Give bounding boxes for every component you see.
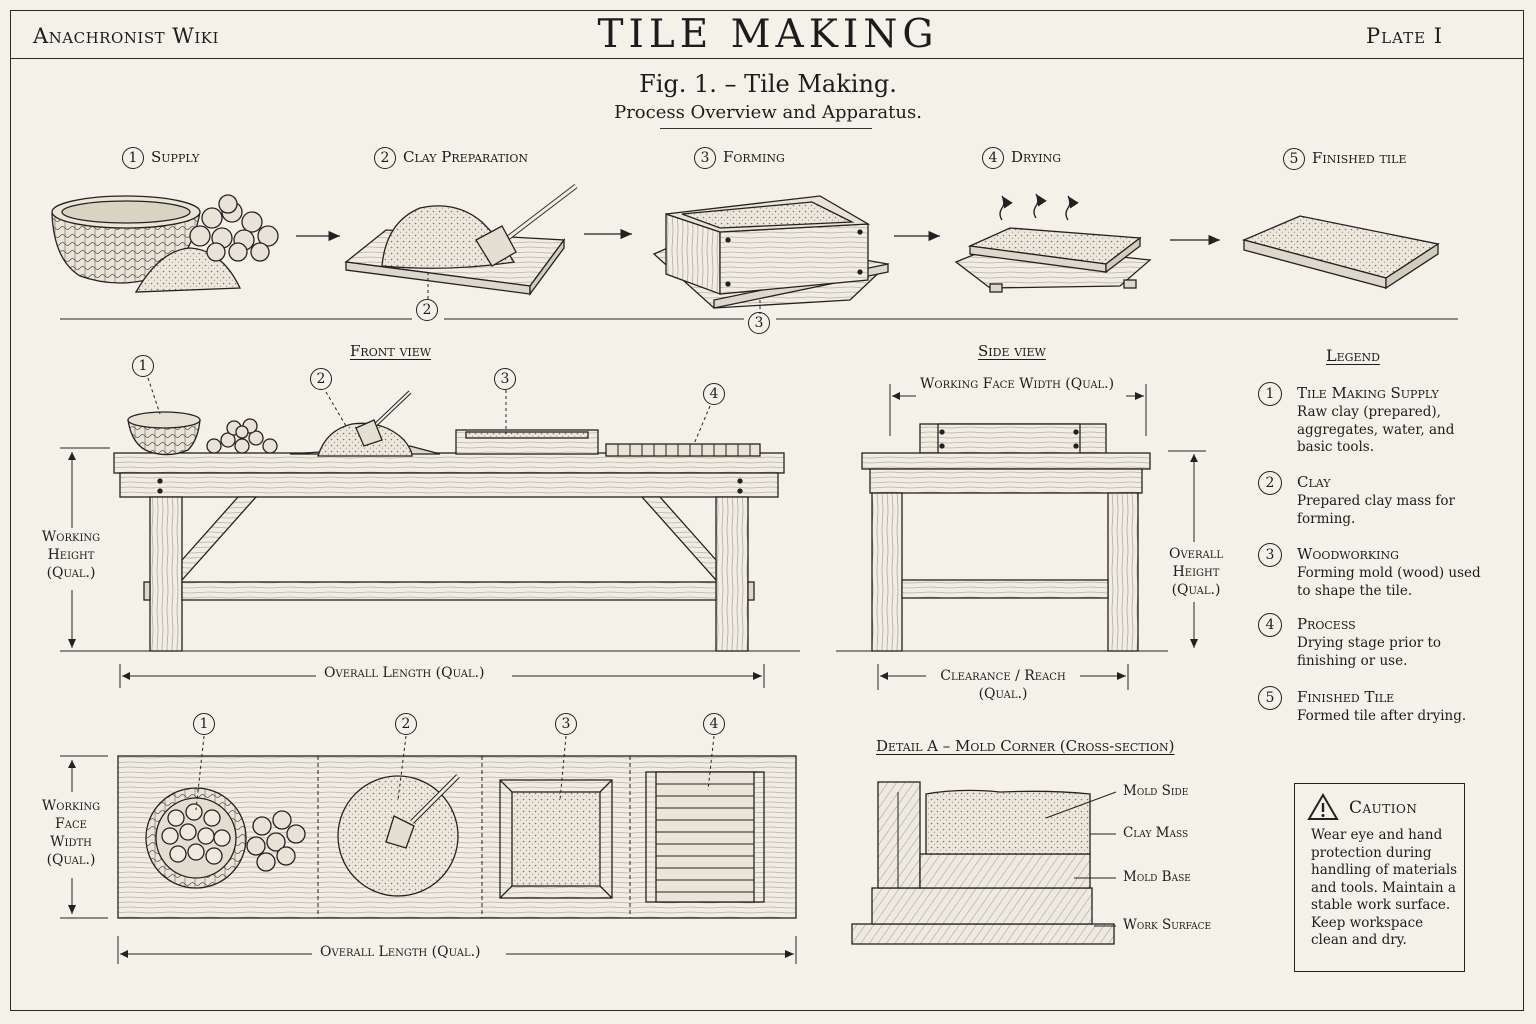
detail-label-mold-side: Mold Side bbox=[1123, 783, 1189, 799]
warning-icon bbox=[1307, 793, 1339, 820]
top-view-bench-drawing bbox=[117, 755, 797, 919]
finished-tile-drawing bbox=[1242, 215, 1440, 290]
clay-prep-board-drawing bbox=[344, 184, 578, 296]
legend-title: Legend bbox=[1326, 346, 1380, 365]
detail-label-clay-mass: Clay Mass bbox=[1123, 825, 1189, 841]
plate-frame bbox=[10, 10, 1524, 1011]
drying-tile-drawing bbox=[954, 193, 1152, 293]
mold-corner-detail-drawing bbox=[851, 781, 1115, 945]
callout-3-front: 3 bbox=[494, 368, 516, 390]
callout-1-front: 1 bbox=[132, 355, 154, 377]
side-view-bench-drawing bbox=[861, 423, 1151, 652]
detail-label-mold-base: Mold Base bbox=[1123, 869, 1191, 885]
figure-title: Fig. 1. – Tile Making. bbox=[639, 70, 897, 98]
callout-2-front: 2 bbox=[310, 368, 332, 390]
caution-title: Caution bbox=[1349, 798, 1418, 818]
clearance-reach-label: Clearance / Reach(Qual.) bbox=[940, 668, 1066, 702]
callout-2-process: 2 bbox=[416, 299, 438, 321]
caution-text: Wear eye and hand protection during hand… bbox=[1311, 827, 1458, 948]
detail-label-work-surface: Work Surface bbox=[1123, 917, 1212, 933]
callout-4-front: 4 bbox=[703, 383, 725, 405]
callout-4-top: 4 bbox=[703, 713, 725, 735]
top-overall-length-label: Overall Length (Qual.) bbox=[316, 944, 485, 960]
front-view-bench-drawing bbox=[113, 390, 785, 652]
front-overall-length-label: Overall Length (Qual.) bbox=[320, 665, 489, 681]
callout-3-top: 3 bbox=[555, 713, 577, 735]
header-rule bbox=[10, 58, 1524, 59]
callout-2-top: 2 bbox=[395, 713, 417, 735]
front-view-title: Front view bbox=[350, 342, 432, 360]
side-view-title: Side view bbox=[978, 342, 1046, 360]
working-face-width-label: Working Face Width (Qual.) bbox=[916, 376, 1119, 392]
subtitle-rule bbox=[660, 128, 872, 129]
site-name[interactable]: Anachronist Wiki bbox=[33, 24, 219, 48]
caution-box: Caution Wear eye and hand protection dur… bbox=[1294, 783, 1465, 972]
detail-title: Detail A – Mold Corner (Cross-section) bbox=[876, 737, 1175, 755]
plate-label: Plate I bbox=[1366, 24, 1444, 48]
callout-1-top: 1 bbox=[193, 713, 215, 735]
figure-subtitle: Process Overview and Apparatus. bbox=[614, 102, 922, 123]
forming-mold-drawing bbox=[652, 195, 890, 309]
supply-basket-drawing bbox=[51, 194, 279, 293]
page-title: TILE MAKING bbox=[597, 12, 939, 57]
callout-3-process: 3 bbox=[748, 312, 770, 334]
